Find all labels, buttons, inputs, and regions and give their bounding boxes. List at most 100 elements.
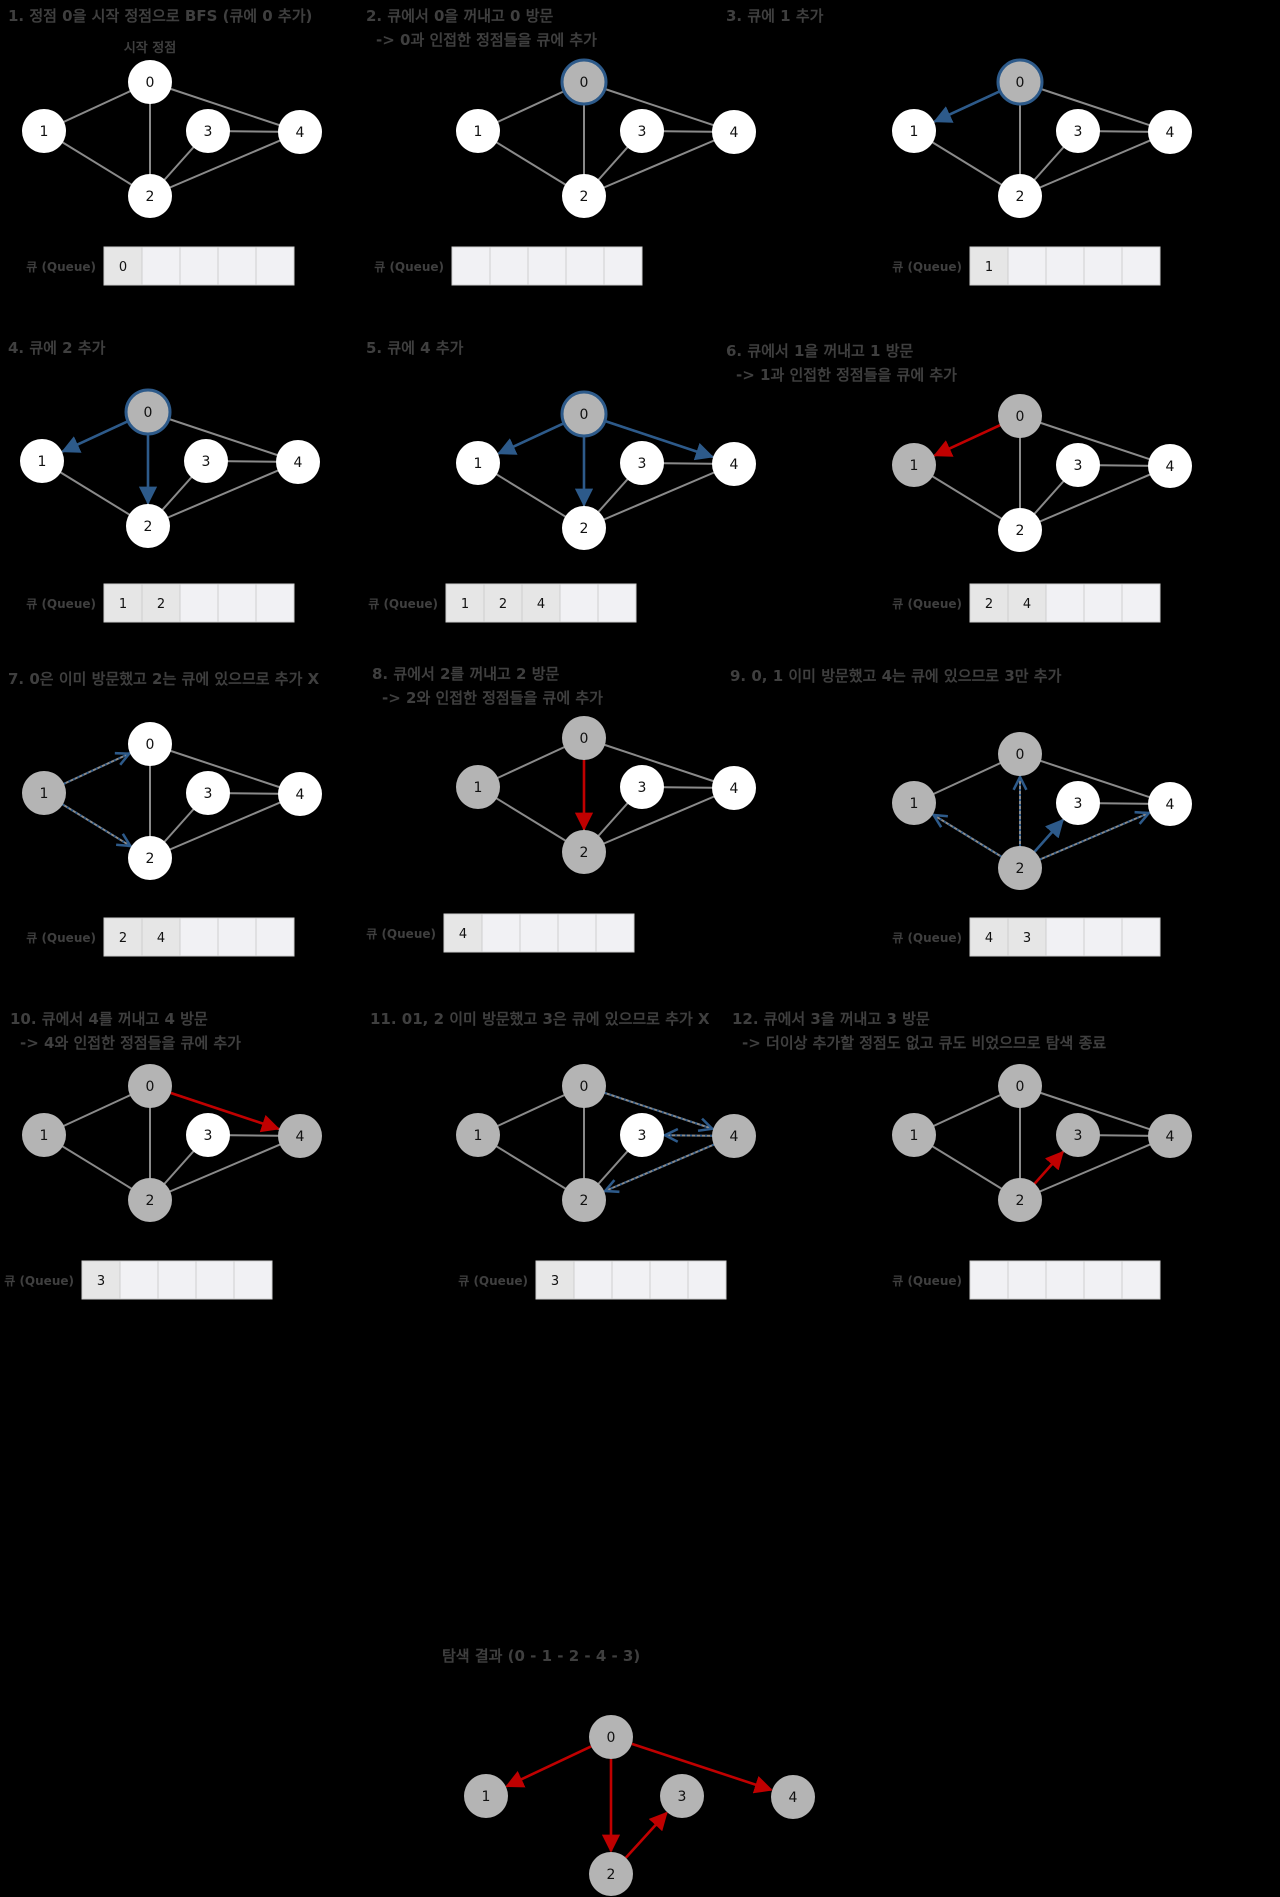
vertex-4: 4: [1148, 444, 1192, 488]
queue-cell: [489, 246, 529, 286]
vertex-label: 3: [638, 124, 647, 140]
vertex-label: 2: [580, 521, 589, 537]
vertex-4: 4: [278, 1114, 322, 1158]
vertex-4: 4: [1148, 782, 1192, 826]
vertex-circle: [1148, 1114, 1192, 1158]
queue: 큐 (Queue): [374, 246, 643, 286]
step-title: 12. 큐에서 3을 꺼내고 3 방문: [732, 1010, 930, 1028]
vertex-label: 0: [1016, 1079, 1025, 1095]
vertex-4: 4: [712, 1114, 756, 1158]
vertex-label: 1: [40, 1128, 49, 1144]
step-title: 5. 큐에 4 추가: [366, 339, 464, 357]
queue-cell: [445, 583, 485, 623]
vertex-label: 2: [1016, 523, 1025, 539]
vertex-circle: [998, 732, 1042, 776]
vertex-2: 2: [998, 174, 1042, 218]
vertex-1: 1: [456, 1113, 500, 1157]
queue-label: 큐 (Queue): [26, 931, 96, 945]
vertex-4: 4: [712, 110, 756, 154]
vertex-label: 3: [638, 1128, 647, 1144]
bfs-step-panel-2: 2. 큐에서 0을 꺼내고 0 방문-> 0과 인접한 정점들을 큐에 추가01…: [366, 7, 756, 286]
step-title: 2. 큐에서 0을 꺼내고 0 방문: [366, 7, 554, 25]
step-subtitle: -> 2와 인접한 정점들을 큐에 추가: [382, 689, 603, 707]
queue-cell: [481, 913, 521, 953]
vertex-0: 0: [996, 58, 1044, 106]
bfs-step-panel-12: 12. 큐에서 3을 꺼내고 3 방문 -> 더이상 추가할 정점도 없고 큐도 …: [732, 1010, 1192, 1300]
vertex-label: 1: [910, 1128, 919, 1144]
vertex-label: 3: [1074, 1128, 1083, 1144]
queue-cell: [595, 913, 635, 953]
arrow-1-2: [62, 803, 131, 846]
step-subtitle: -> 더이상 추가할 정점도 없고 큐도 비었으므로 탐색 종료: [742, 1034, 1106, 1052]
arrow-0-4: [170, 1091, 280, 1133]
queue-value: 4: [985, 931, 993, 946]
edge-0-4: [1019, 81, 1171, 133]
vertex-circle: [892, 109, 936, 153]
vertex-label: 3: [204, 1128, 213, 1144]
vertex-4: 4: [712, 442, 756, 486]
queue-cell: [1121, 1260, 1161, 1300]
vertex-label: 2: [580, 189, 589, 205]
queue-cell: [1007, 246, 1047, 286]
queue-cell: [573, 1260, 613, 1300]
vertex-circle: [560, 390, 608, 438]
result-vertex-0: 0: [589, 1715, 633, 1759]
queue-cell: [611, 1260, 651, 1300]
vertex-label: 0: [1016, 75, 1025, 91]
queue-cell: [141, 917, 181, 957]
vertex-circle: [22, 1113, 66, 1157]
queue-cell: [1083, 917, 1123, 957]
vertex-label: 3: [204, 124, 213, 140]
vertex-4: 4: [1148, 1114, 1192, 1158]
vertex-label: 1: [40, 786, 49, 802]
vertex-4: 4: [278, 110, 322, 154]
vertex-circle: [620, 109, 664, 153]
edge-0-4: [147, 411, 299, 463]
vertex-circle: [22, 109, 66, 153]
queue-label: 큐 (Queue): [26, 597, 96, 611]
step-subtitle: -> 1과 인접한 정점들을 큐에 추가: [736, 366, 957, 384]
vertex-circle: [562, 174, 606, 218]
vertex-2: 2: [998, 846, 1042, 890]
vertex-label: 2: [1016, 1193, 1025, 1209]
queue-cell: [1007, 1260, 1047, 1300]
edge-2-4: [149, 793, 301, 859]
vertex-3: 3: [1056, 781, 1100, 825]
vertex-circle: [712, 766, 756, 810]
arrow-0-4: [604, 1092, 712, 1129]
vertex-label: 2: [607, 1867, 616, 1883]
vertex-0: 0: [560, 58, 608, 106]
queue-cell: [103, 583, 143, 623]
step-title: 1. 정점 0을 시작 정점으로 BFS (큐에 0 추가): [8, 7, 312, 25]
result-arrow-0-1: [505, 1745, 592, 1788]
arrow-0-1: [933, 90, 1001, 123]
vertex-label: 4: [789, 1790, 798, 1806]
vertex-circle: [464, 1774, 508, 1818]
queue-cell: [535, 1260, 575, 1300]
queue-value: 4: [537, 597, 545, 612]
step-title: 3. 큐에 1 추가: [726, 7, 824, 25]
vertex-label: 2: [1016, 189, 1025, 205]
vertex-circle: [1056, 1113, 1100, 1157]
vertex-3: 3: [620, 765, 664, 809]
vertex-circle: [996, 58, 1044, 106]
vertex-2: 2: [126, 504, 170, 548]
queue-cell: [179, 583, 219, 623]
vertex-label: 0: [580, 75, 589, 91]
queue-label: 큐 (Queue): [458, 1274, 528, 1288]
arrow-0-1: [497, 422, 565, 455]
vertex-circle: [998, 174, 1042, 218]
vertex-4: 4: [276, 440, 320, 484]
vertex-1: 1: [892, 1113, 936, 1157]
step-title: 11. 01, 2 이미 방문했고 3은 큐에 있으므로 추가 X: [370, 1010, 710, 1028]
queue-value: 2: [499, 597, 507, 612]
vertex-2: 2: [562, 174, 606, 218]
queue-value: 1: [119, 597, 127, 612]
queue-label: 큐 (Queue): [26, 260, 96, 274]
